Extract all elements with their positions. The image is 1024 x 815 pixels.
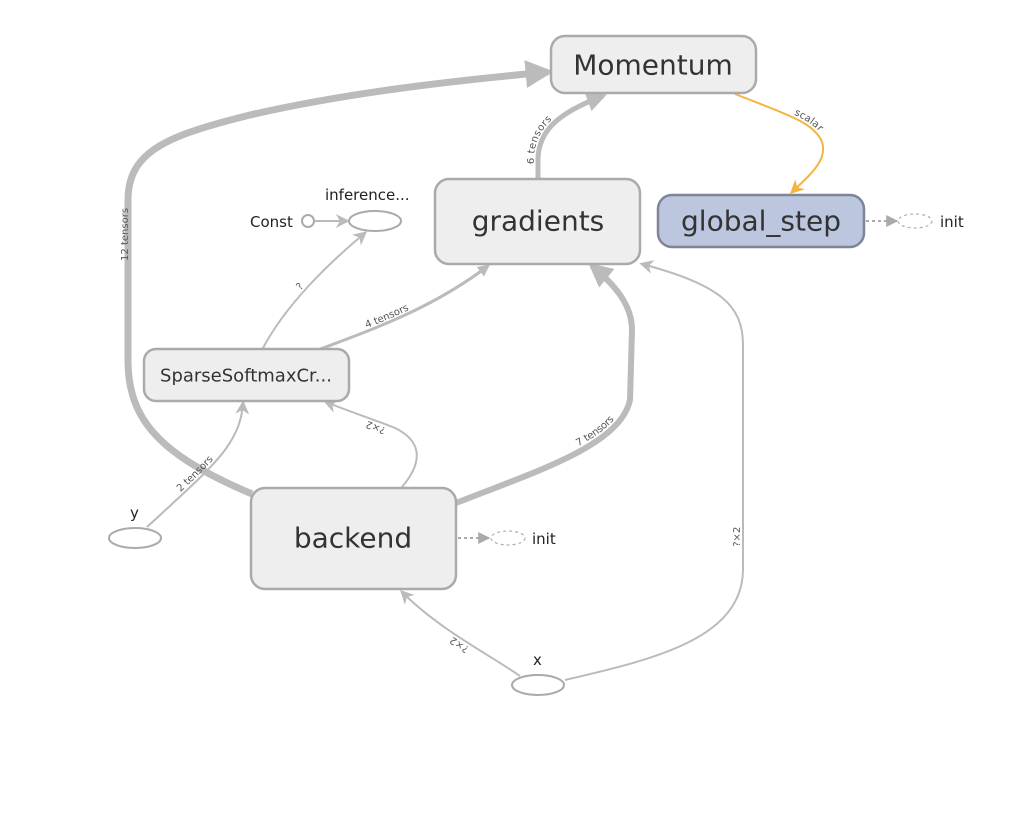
node-inference[interactable]: inference... — [325, 186, 410, 232]
edge-sparse-to-inference[interactable]: ? — [261, 231, 368, 351]
node-const[interactable]: Const — [250, 213, 315, 231]
edge-sparse-to-gradients[interactable]: 4 tensors — [317, 264, 490, 352]
node-label-y: y — [130, 504, 139, 522]
node-label-backend: backend — [294, 522, 412, 555]
node-label-init-backend: init — [532, 530, 556, 548]
edge-backend-to-momentum[interactable]: 12 tensors — [120, 60, 554, 498]
node-x[interactable]: x — [511, 651, 565, 696]
node-label-sparse-softmax: SparseSoftmaxCr... — [160, 366, 332, 387]
node-global-step[interactable]: global_step — [656, 193, 866, 249]
edge-x-to-backend[interactable]: ?×2 — [400, 590, 521, 677]
edge-x-to-gradients[interactable]: ?×2 — [564, 260, 744, 681]
edge-momentum-to-global-step[interactable]: scalar — [734, 93, 826, 194]
node-label-x: x — [533, 651, 542, 669]
node-sparse-softmax[interactable]: SparseSoftmaxCr... — [142, 347, 351, 403]
edge-backend-to-sparse[interactable]: ?×2 — [323, 399, 418, 488]
node-init-global-step[interactable]: init — [897, 213, 964, 231]
node-backend[interactable]: backend — [249, 486, 458, 591]
node-label-gradients: gradients — [472, 205, 605, 238]
node-init-backend[interactable]: init — [490, 530, 556, 548]
node-label-momentum: Momentum — [573, 49, 733, 82]
edge-label-12-tensors: 12 tensors — [120, 208, 131, 261]
edge-label-x-gradients-shape: ?×2 — [732, 527, 743, 547]
node-gradients[interactable]: gradients — [433, 177, 642, 266]
edge-backend-to-gradients[interactable]: 7 tensors — [454, 262, 636, 506]
node-y[interactable]: y — [108, 504, 162, 549]
node-momentum[interactable]: Momentum — [549, 34, 758, 95]
node-label-global-step: global_step — [681, 205, 841, 238]
node-label-inference: inference... — [325, 186, 410, 204]
edge-label-question: ? — [294, 281, 306, 292]
node-label-init-global-step: init — [940, 213, 964, 231]
node-label-const: Const — [250, 213, 293, 231]
edge-label-scalar: scalar — [793, 107, 826, 134]
edge-gradients-to-momentum[interactable]: 6 tensors — [526, 92, 607, 178]
